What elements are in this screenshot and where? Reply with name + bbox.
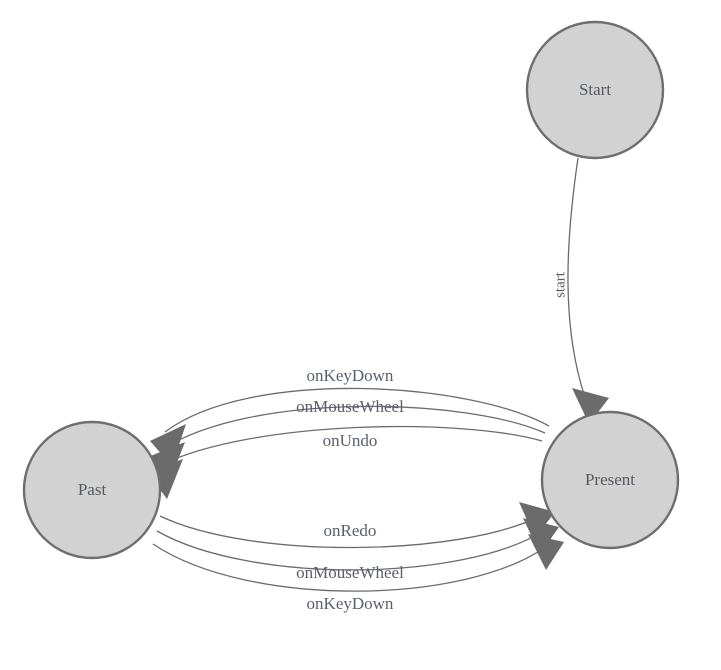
edge-label-start: start: [552, 271, 568, 298]
arrowhead-past-to-present-1: [519, 502, 555, 538]
edge-label-present-past-onundo: onUndo: [323, 431, 378, 450]
edge-path-present-past-1: [164, 387, 550, 433]
arrowhead-present-to-past-1: [150, 424, 186, 466]
edge-past-to-present-onredo[interactable]: [159, 502, 555, 549]
node-present-label: Present: [585, 470, 635, 489]
edge-label-present-past-onkeydown: onKeyDown: [307, 366, 394, 385]
node-start[interactable]: Start: [525, 20, 665, 160]
edge-present-to-past-onkeydown[interactable]: [150, 387, 550, 466]
node-past-circle: [22, 420, 162, 560]
node-past[interactable]: Past: [22, 420, 162, 560]
edge-past-to-present-onkeydown[interactable]: [152, 534, 564, 592]
edge-path-past-present-3: [152, 542, 552, 592]
edge-start-to-present[interactable]: [567, 157, 609, 424]
node-start-circle: [525, 20, 665, 160]
edge-label-present-past-onmousewheel: onMouseWheel: [296, 397, 404, 416]
arrowhead-past-to-present-2: [523, 518, 559, 554]
edge-path-present-past-2: [162, 405, 546, 450]
arrowhead-start-to-present: [572, 388, 609, 424]
edge-path-present-past-3: [160, 425, 543, 466]
edge-label-past-present-onkeydown: onKeyDown: [307, 594, 394, 613]
edge-path-past-present-1: [159, 515, 541, 549]
arrowhead-past-to-present-3: [528, 534, 564, 570]
edge-label-past-present-onredo: onRedo: [324, 521, 377, 540]
edge-past-to-present-onmousewheel[interactable]: [156, 518, 559, 571]
edge-label-past-present-onmousewheel: onMouseWheel: [296, 563, 404, 582]
node-start-label: Start: [579, 80, 611, 99]
node-present-circle: [540, 410, 680, 550]
edge-path-past-present-2: [156, 529, 546, 571]
node-present[interactable]: Present: [540, 410, 680, 550]
node-past-label: Past: [78, 480, 107, 499]
edge-path-start: [567, 157, 589, 407]
